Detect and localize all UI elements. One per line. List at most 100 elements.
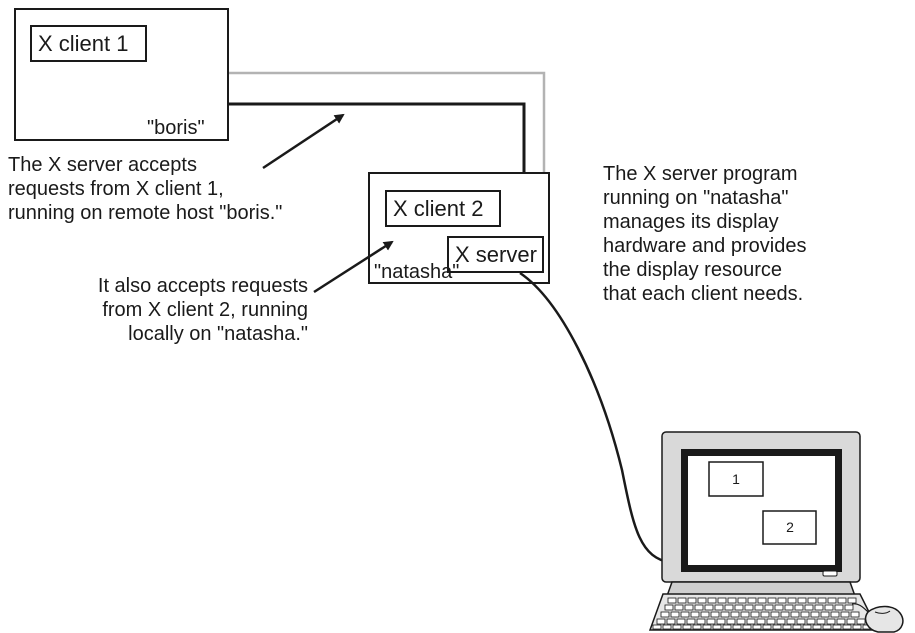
note-remote-line-3: running on remote host "boris." — [8, 202, 283, 224]
keyboard-key — [672, 624, 682, 630]
keyboard-key — [832, 624, 842, 630]
keyboard-key — [732, 624, 742, 630]
keyboard-key — [772, 624, 782, 630]
keyboard-key — [714, 604, 724, 611]
keyboard-key — [656, 618, 666, 625]
display-cable — [519, 271, 673, 565]
keyboard-key — [704, 604, 714, 611]
keyboard-key — [752, 624, 762, 630]
note-local-client: It also accepts requests from X client 2… — [60, 274, 308, 346]
keyboard-key — [802, 624, 812, 630]
keyboard-key — [852, 624, 862, 630]
keyboard-key — [724, 604, 734, 611]
keyboard-key — [664, 604, 674, 611]
black-wire-boris-to-natasha — [215, 102, 526, 172]
keyboard-key — [727, 597, 737, 604]
keyboard-key — [670, 611, 680, 618]
keyboard-key — [804, 604, 814, 611]
keyboard-key — [652, 624, 662, 630]
keyboard-key — [746, 618, 756, 625]
keyboard-key — [754, 604, 764, 611]
keyboard-key — [836, 618, 846, 625]
keyboard-key — [710, 611, 720, 618]
keyboard-key — [662, 624, 672, 630]
keyboard-key — [796, 618, 806, 625]
keyboard-key — [734, 604, 744, 611]
note-server-line-5: the display resource — [603, 259, 782, 281]
keyboard-key — [834, 604, 844, 611]
keyboard-key — [812, 624, 822, 630]
host-boris-label: "boris" — [147, 117, 205, 139]
keyboard-key — [837, 597, 847, 604]
keyboard-key — [692, 624, 702, 630]
keyboard-key — [822, 624, 832, 630]
keyboard-key — [717, 597, 727, 604]
keyboard-key — [682, 624, 692, 630]
keyboard-key — [660, 611, 670, 618]
keyboard-key — [770, 611, 780, 618]
keyboard-key — [690, 611, 700, 618]
screen-window-1-label: 1 — [732, 471, 740, 487]
keyboard-key — [747, 597, 757, 604]
keyboard-key — [694, 604, 704, 611]
keyboard-icon — [648, 593, 880, 631]
keyboard-key — [794, 604, 804, 611]
keyboard-key — [674, 604, 684, 611]
keyboard-key — [666, 618, 676, 625]
keyboard-key — [750, 611, 760, 618]
note-local-line-2: from X client 2, running — [102, 299, 308, 321]
keyboard-key — [847, 597, 857, 604]
keyboard-key — [774, 604, 784, 611]
keyboard-key — [764, 604, 774, 611]
x-client-2-label: X client 2 — [393, 195, 484, 221]
keyboard-key — [740, 611, 750, 618]
keyboard-key — [844, 604, 854, 611]
keyboard-key — [776, 618, 786, 625]
note-server-line-1: The X server program — [603, 163, 798, 185]
note-local-line-1: It also accepts requests — [97, 275, 308, 297]
arrow-remote-note — [262, 113, 345, 170]
keyboard-key — [810, 611, 820, 618]
keyboard-key — [782, 624, 792, 630]
keyboard-key — [686, 618, 696, 625]
x-client-2-box: X client 2 — [385, 190, 501, 227]
keyboard-key — [800, 611, 810, 618]
keyboard-key — [756, 618, 766, 625]
keyboard-key — [850, 611, 860, 618]
arrow-local-note — [313, 240, 394, 294]
keyboard-key — [790, 611, 800, 618]
keyboard-key — [780, 611, 790, 618]
screen-window-2: 2 — [762, 510, 817, 545]
keyboard-key — [680, 611, 690, 618]
keyboard-key — [684, 604, 694, 611]
keyboard-key — [726, 618, 736, 625]
keyboard-key — [842, 624, 852, 630]
keyboard-key — [814, 604, 824, 611]
note-server-line-6: that each client needs. — [603, 283, 804, 305]
mouse-icon — [851, 603, 904, 633]
keyboard-key — [677, 597, 687, 604]
keyboard-key — [720, 611, 730, 618]
note-remote-line-1: The X server accepts — [8, 154, 197, 176]
keyboard-key — [737, 597, 747, 604]
keyboard-key — [744, 604, 754, 611]
keyboard-key — [712, 624, 722, 630]
keyboard-key — [676, 618, 686, 625]
crt-monitor-icon — [661, 431, 861, 597]
keyboard-key — [730, 611, 740, 618]
note-remote-line-2: requests from X client 1, — [8, 178, 224, 200]
keyboard-key — [830, 611, 840, 618]
keyboard-key — [856, 618, 866, 625]
keyboard-key — [706, 618, 716, 625]
keyboard-key — [807, 597, 817, 604]
keyboard-key — [766, 618, 776, 625]
keyboard-key — [762, 624, 772, 630]
note-server-line-4: hardware and provides — [603, 235, 807, 257]
keyboard-key — [707, 597, 717, 604]
x-client-1-label: X client 1 — [38, 30, 129, 56]
keyboard-key — [827, 597, 837, 604]
host-natasha-label: "natasha" — [374, 261, 460, 283]
keyboard-key — [784, 604, 794, 611]
